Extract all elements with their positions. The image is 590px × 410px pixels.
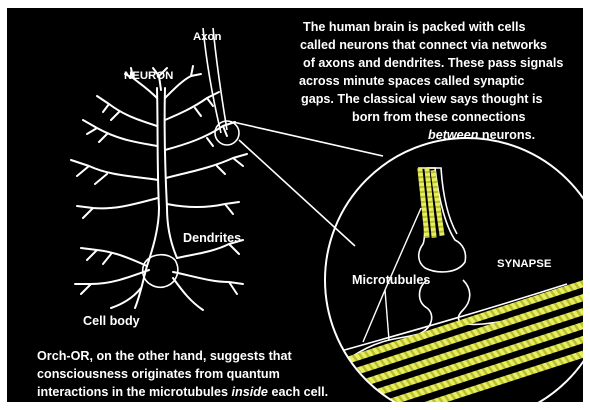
emphasis-inside: inside — [232, 385, 268, 399]
dendrites-label: Dendrites — [183, 231, 241, 245]
axon-label: Axon — [193, 31, 221, 43]
zoom-connector — [215, 121, 383, 246]
synapse-label: SYNAPSE — [497, 258, 551, 270]
neuron — [71, 66, 247, 310]
cell-body-label: Cell body — [83, 314, 140, 328]
neuron-label: NEURON — [124, 70, 173, 82]
diagram-panel: Axon NEURON Dendrites Cell body SYNAPSE … — [7, 8, 583, 402]
microtubules-label: Microtubules — [352, 273, 430, 287]
axon — [203, 28, 227, 133]
emphasis-between: between — [428, 128, 478, 142]
microtubule-bundle — [337, 280, 583, 402]
